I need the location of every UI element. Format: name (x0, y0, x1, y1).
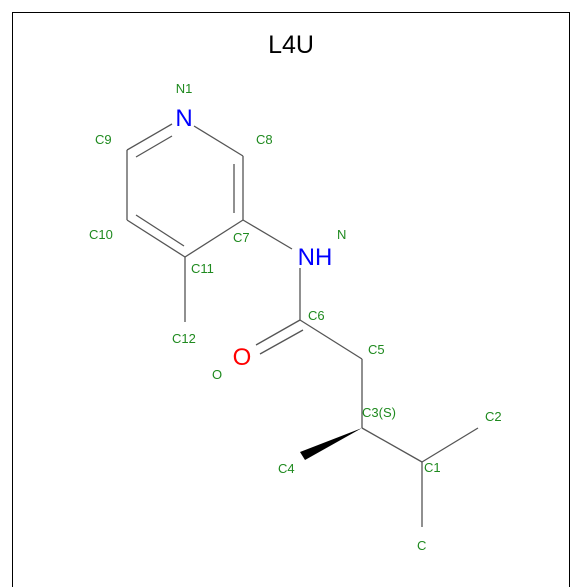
bond-c1-c2 (421, 427, 479, 463)
carbonyl-oxygen: O (233, 344, 252, 371)
atom-label-o: O (212, 367, 222, 382)
bond-c3-c1 (361, 427, 423, 463)
atom-label-c1: C1 (424, 460, 441, 475)
atom-label-c2: C2 (485, 409, 502, 424)
atom-label-c10: C10 (89, 227, 113, 242)
bond-c6-o-inner (259, 329, 304, 355)
atom-label-n: N (337, 227, 346, 242)
wedge-bond-c3-c4 (300, 428, 362, 460)
pyridine-nitrogen: N (175, 105, 192, 132)
bond-c9-n1 (126, 123, 173, 151)
atom-label-c7: C7 (233, 230, 250, 245)
atom-label-n1: N1 (176, 81, 193, 96)
bond-c7-c11 (184, 219, 244, 258)
bond-c11-c10-inner (135, 214, 185, 247)
frame-border (12, 12, 570, 587)
bond-c6-c5 (299, 319, 363, 360)
atom-label-c6: C6 (308, 308, 325, 323)
atom-label-c: C (417, 538, 426, 553)
amide-nh: NH (298, 244, 333, 271)
bond-c11-c10 (126, 219, 186, 258)
atom-labels: N1 C8 C9 C10 C7 C11 C12 N C6 O C5 C3(S) … (89, 81, 502, 553)
bond-c6-o (255, 319, 301, 346)
molecule-title: L4U (268, 31, 314, 59)
bond-group (126, 123, 479, 527)
atom-label-c5: C5 (368, 342, 385, 357)
atom-label-c11: C11 (191, 261, 214, 276)
bond-c7-n (242, 219, 293, 250)
atom-label-c4: C4 (278, 461, 295, 476)
atom-label-c12: C12 (172, 331, 196, 346)
bond-c9-n1-inner (135, 135, 173, 158)
atom-label-c9: C9 (95, 132, 112, 147)
atom-label-c8: C8 (256, 132, 273, 147)
bond-n1-c8 (193, 125, 244, 157)
atom-label-c3: C3(S) (362, 405, 396, 420)
